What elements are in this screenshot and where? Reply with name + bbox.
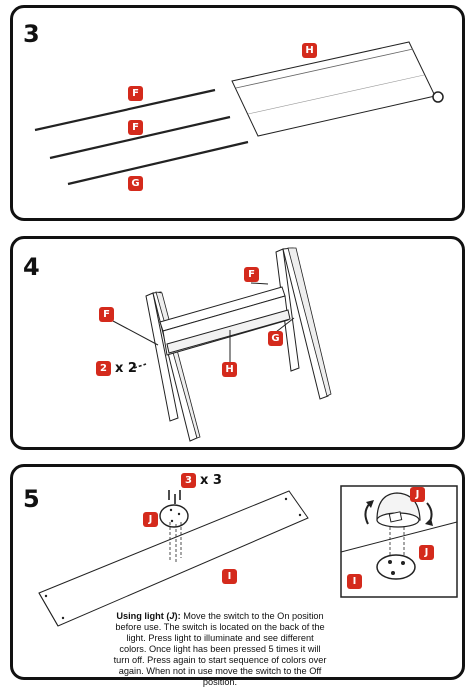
left-leg — [145, 292, 179, 422]
board-hole — [61, 616, 65, 620]
instructions-heading: Using light (J): — [116, 611, 181, 621]
right-leg — [287, 247, 332, 397]
screw-2 — [133, 363, 147, 369]
panel-h-fold — [235, 48, 414, 89]
light-hole — [170, 519, 174, 523]
label-f: F — [99, 307, 114, 322]
rotate-arrow-icon — [366, 500, 374, 508]
label-f: F — [128, 86, 143, 101]
label-j: J — [410, 487, 425, 502]
base-hole — [388, 560, 392, 564]
screw-quantity: x 2 — [115, 361, 137, 376]
label-screw-3: 3 — [181, 473, 196, 488]
rotate-arrow-icon — [425, 518, 433, 526]
light-hole — [169, 508, 173, 512]
label-i: I — [222, 569, 237, 584]
board-hole — [298, 513, 302, 517]
light-j — [159, 504, 189, 528]
base-hole — [391, 571, 395, 575]
bottom-rail — [166, 309, 291, 354]
leader-line — [250, 282, 269, 285]
light-instructions: Using light (J): Move the switch to the … — [112, 611, 328, 688]
rod-f2 — [49, 115, 231, 160]
rod-f1 — [34, 88, 216, 132]
board-i-edge — [38, 592, 59, 627]
step-number: 3 — [23, 20, 40, 48]
screw-quantity: x 3 — [200, 473, 222, 488]
label-f: F — [128, 120, 143, 135]
label-i: I — [347, 574, 362, 589]
step-4-panel: 4 — [10, 236, 465, 450]
label-g: G — [128, 176, 143, 191]
panel-h-fold — [247, 74, 425, 115]
base-hole — [401, 561, 405, 565]
board-hole — [44, 594, 48, 598]
detail-switch — [388, 511, 403, 523]
label-g: G — [268, 331, 283, 346]
step-number: 5 — [23, 485, 40, 513]
leader-line — [275, 317, 295, 333]
detail-board-edge — [340, 521, 458, 553]
board-hole — [284, 497, 288, 501]
detail-light-dome — [376, 492, 421, 521]
label-f: F — [244, 267, 259, 282]
light-hole — [177, 512, 181, 516]
leader-line — [112, 320, 159, 346]
label-screw-2: 2 — [96, 361, 111, 376]
detail-light-base — [376, 554, 416, 580]
label-h: H — [302, 43, 317, 58]
label-j: J — [143, 512, 158, 527]
label-j: J — [419, 545, 434, 560]
label-h: H — [222, 362, 237, 377]
instructions-body: Move the switch to the On position befor… — [113, 611, 327, 687]
step-number: 4 — [23, 253, 40, 281]
rod-g — [67, 140, 249, 186]
step-3-panel: 3 — [10, 5, 465, 221]
end-cap — [432, 91, 444, 103]
